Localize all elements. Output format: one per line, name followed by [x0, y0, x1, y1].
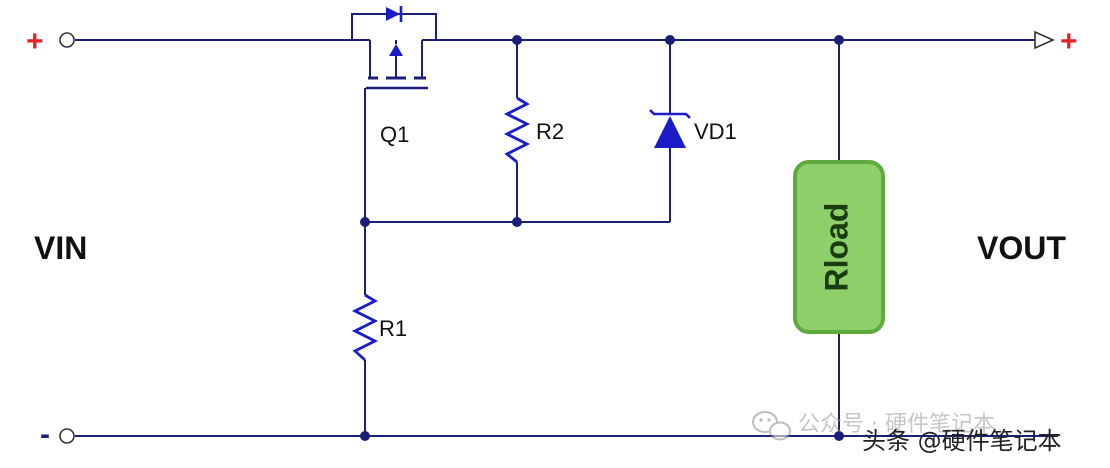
input-terminals: + -	[26, 25, 75, 451]
junction-dot	[360, 431, 370, 441]
watermark-wechat: 公众号 · 硬件笔记本	[752, 411, 995, 441]
zener-triangle-icon	[654, 116, 686, 148]
junction-dot	[834, 35, 844, 45]
rload-block: Rload	[793, 160, 885, 334]
rload-box	[793, 160, 885, 334]
zener-vd1: VD1	[649, 109, 737, 148]
watermark-wechat-text: 公众号 · 硬件笔记本	[798, 412, 995, 437]
mosfet-q1: Q1	[351, 6, 437, 147]
junction-dot	[360, 217, 370, 227]
output-terminal: +	[1034, 25, 1078, 58]
label-q1: Q1	[380, 122, 409, 147]
resistor-r2-zigzag	[503, 96, 531, 164]
junction-dot	[834, 431, 844, 441]
input-minus-sign: -	[40, 418, 50, 451]
wechat-logo-icon	[752, 411, 791, 441]
input-minus-terminal	[59, 428, 75, 444]
junctions	[360, 35, 844, 441]
label-rload: Rload	[818, 203, 854, 292]
label-vin: VIN	[34, 230, 87, 266]
junction-dot	[512, 217, 522, 227]
mosfet-body-arrow	[389, 44, 403, 56]
zener-bar	[649, 109, 691, 119]
label-vout: VOUT	[977, 230, 1066, 266]
output-plus-sign: +	[1060, 25, 1078, 58]
junction-dot	[512, 35, 522, 45]
input-plus-sign: +	[26, 25, 44, 58]
resistor-r2: R2	[503, 96, 564, 164]
output-arrow-terminal	[1034, 30, 1055, 50]
watermark-toutiao-text: 头条 @硬件笔记本	[862, 427, 1062, 455]
resistor-r1-zigzag	[351, 293, 379, 362]
label-r1: R1	[379, 316, 407, 341]
junction-dot	[665, 35, 675, 45]
body-diode-wire	[351, 13, 437, 40]
resistor-r1: R1	[351, 293, 407, 362]
body-diode-triangle-icon	[386, 7, 400, 21]
label-r2: R2	[536, 119, 564, 144]
wires	[75, 39, 1058, 437]
watermark-toutiao: 头条 @硬件笔记本	[862, 427, 1062, 455]
input-plus-terminal	[59, 32, 75, 48]
label-vd1: VD1	[694, 119, 737, 144]
